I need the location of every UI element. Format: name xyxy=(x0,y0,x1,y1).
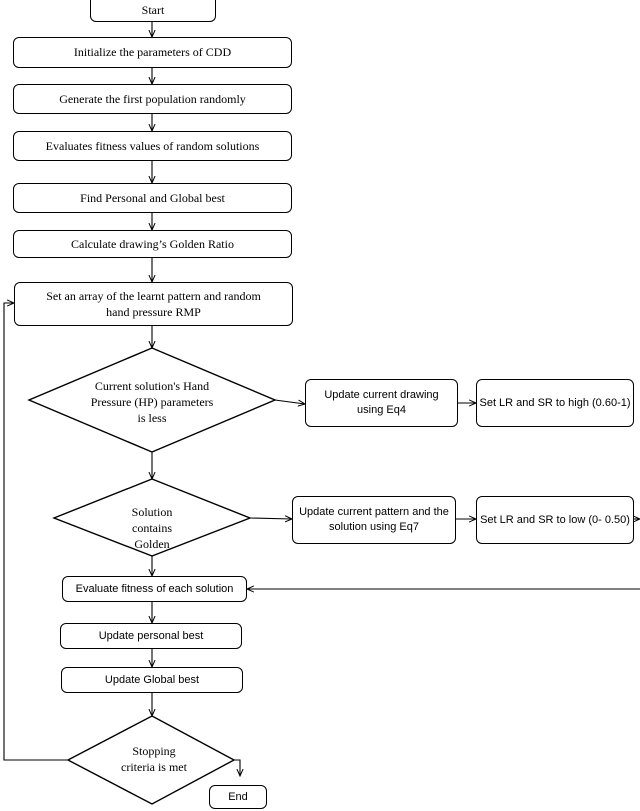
golden-ratio-step: Calculate drawing’s Golden Ratio xyxy=(13,230,292,258)
set-high-step: Set LR and SR to high (0.60-1) xyxy=(476,379,634,427)
edge-loop-back xyxy=(3,303,68,761)
golden-decision-diamond xyxy=(52,478,252,557)
evaluate-each-step: Evaluate fitness of each solution xyxy=(62,576,247,602)
edge-hp-update-drawing xyxy=(274,399,305,404)
start-node: Start xyxy=(90,0,216,22)
set-array-step: Set an array of the learnt pattern and r… xyxy=(14,282,293,326)
stopping-decision-label: Stopping criteria is met xyxy=(121,744,187,775)
find-best-step: Find Personal and Global best xyxy=(13,183,292,213)
update-global-step: Update Global best xyxy=(61,667,243,693)
update-drawing-step: Update current drawing using Eq4 xyxy=(305,379,458,427)
update-personal-step: Update personal best xyxy=(60,623,242,649)
edge-golden-update-pattern xyxy=(249,518,292,519)
end-node: End xyxy=(209,785,267,809)
stopping-decision-diamond xyxy=(66,715,236,805)
evaluate-random-step: Evaluates fitness values of random solut… xyxy=(13,131,292,161)
set-low-step: Set LR and SR to low (0- 0.50) xyxy=(476,496,634,544)
generate-population-step: Generate the first population randomly xyxy=(13,84,292,114)
update-pattern-step: Update current pattern and the solution … xyxy=(292,496,456,544)
init-parameters-step: Initialize the parameters of CDD xyxy=(13,37,292,68)
hp-decision-label: Current solution's Hand Pressure (HP) pa… xyxy=(90,379,214,426)
golden-decision-label: Solution contains Golden xyxy=(131,505,173,552)
hp-decision-diamond xyxy=(27,347,277,453)
edge-stopping-end xyxy=(234,759,240,776)
